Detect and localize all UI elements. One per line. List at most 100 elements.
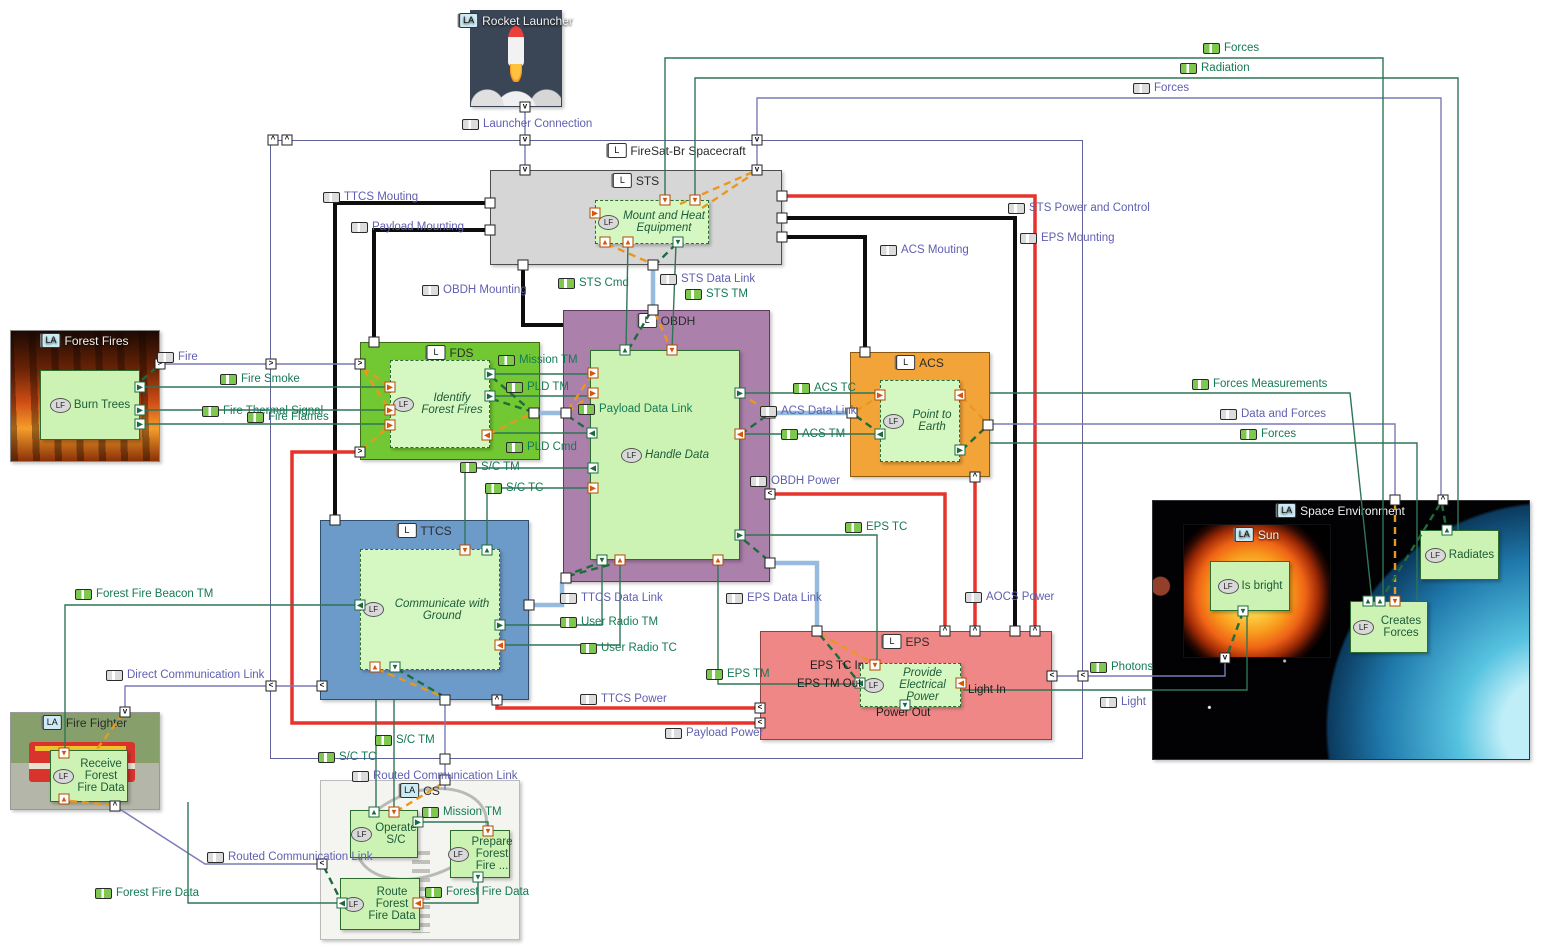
exchange-label[interactable]: S/C TC [318, 751, 377, 763]
exchange-label[interactable]: Fire [157, 351, 198, 363]
exchange-label[interactable]: EPS TC [845, 521, 907, 533]
function-input-port[interactable]: ▶ [587, 482, 599, 494]
component-port[interactable]: ^ [969, 625, 981, 637]
function-output-port[interactable]: ▶ [954, 444, 966, 456]
edge-dash_green[interactable] [1380, 503, 1442, 599]
exchange-label[interactable]: TTCS Mouting [323, 191, 418, 203]
exchange-label[interactable]: Routed Communication Link [352, 770, 517, 782]
function-input-port[interactable]: ◀ [734, 428, 746, 440]
exchange-label[interactable]: Fire Smoke [220, 373, 300, 385]
edge-dash_green[interactable] [628, 312, 652, 348]
exchange-label[interactable]: Forces [1240, 428, 1296, 440]
edge-black[interactable] [372, 228, 490, 342]
function-output-port[interactable]: ▼ [1237, 605, 1249, 617]
component-port[interactable]: < [1046, 670, 1058, 682]
exchange-label[interactable]: Data and Forces [1220, 408, 1326, 420]
function-output-port[interactable]: ▶ [134, 381, 146, 393]
edge-dash_green[interactable] [491, 376, 531, 411]
edge-dash_green[interactable] [567, 560, 621, 578]
function-input-port[interactable]: ▼ [1389, 595, 1401, 607]
function-output-port[interactable]: ▶ [734, 387, 746, 399]
edge-green[interactable] [717, 560, 860, 685]
edge-dash_orange[interactable] [961, 396, 986, 422]
exchange-label[interactable]: User Radio TM [560, 616, 658, 628]
exchange-label[interactable]: TTCS Data Link [560, 592, 663, 604]
exchange-label[interactable]: S/C TM [375, 734, 435, 746]
component-port[interactable] [859, 346, 871, 358]
exchange-label[interactable]: Photons [1090, 661, 1153, 673]
function-input-port[interactable]: ▶ [384, 419, 396, 431]
edge-dash_green[interactable] [322, 866, 342, 900]
edge-dash_orange[interactable] [653, 312, 672, 348]
edge-green[interactable] [420, 878, 479, 904]
component-port[interactable] [329, 514, 341, 526]
function-output-port[interactable]: ▶ [484, 390, 496, 402]
edge-green[interactable] [500, 560, 621, 646]
component-port[interactable] [523, 599, 535, 611]
function-output-port[interactable]: ◀ [874, 428, 886, 440]
exchange-label[interactable]: S/C TC [485, 482, 544, 494]
function-output-port[interactable]: ▲ [1362, 595, 1374, 607]
component-port[interactable]: < [1077, 670, 1089, 682]
edge-green[interactable] [187, 802, 342, 904]
function-input-port[interactable]: ▶ [874, 389, 886, 401]
function-output-port[interactable]: ◀ [586, 427, 598, 439]
component-port[interactable]: < [265, 680, 277, 692]
edge-black[interactable] [782, 235, 867, 352]
function-output-port[interactable]: ▼ [389, 661, 401, 673]
exchange-label[interactable]: Payload Power [665, 727, 763, 739]
component-port[interactable]: > [354, 446, 366, 458]
function-input-port[interactable]: ▲ [712, 554, 724, 566]
exchange-label[interactable]: AOCS Power [965, 591, 1054, 603]
function-input-port[interactable]: ▼ [666, 344, 678, 356]
edge-dash_orange[interactable] [361, 426, 389, 451]
function-output-port[interactable]: ▶ [484, 368, 496, 380]
edge-red[interactable] [770, 492, 947, 631]
function-output-port[interactable]: ◀ [354, 599, 366, 611]
exchange-label[interactable]: ACS TC [793, 382, 856, 394]
function-input-port[interactable]: ▼ [58, 747, 70, 759]
exchange-label[interactable]: Forest Fire Data [425, 886, 529, 898]
component-port[interactable] [811, 625, 823, 637]
component-port[interactable] [776, 190, 788, 202]
exchange-label[interactable]: Payload Data Link [578, 403, 692, 415]
function-output-port[interactable]: ▲ [481, 544, 493, 556]
edge-dash_orange[interactable] [362, 367, 389, 386]
component-port[interactable]: ^ [1029, 625, 1041, 637]
function-output-port[interactable]: ◀ [854, 677, 866, 689]
function-input-port[interactable]: ◀ [494, 639, 506, 651]
edge-dash_orange[interactable] [855, 395, 879, 413]
component-port[interactable] [484, 224, 496, 236]
component-port[interactable] [560, 407, 572, 419]
edge-purple[interactable] [756, 97, 1442, 500]
edge-dash_green[interactable] [491, 397, 531, 413]
function-input-port[interactable]: ▲ [622, 236, 634, 248]
component-port[interactable]: ^ [267, 134, 279, 146]
edge-dash_orange[interactable] [606, 242, 649, 264]
edge-purple[interactable] [1052, 658, 1226, 677]
component-port[interactable] [647, 304, 659, 316]
function-input-port[interactable]: ▶ [384, 404, 396, 416]
exchange-label[interactable]: Launcher Connection [462, 118, 592, 130]
edge-dash_green[interactable] [743, 539, 769, 561]
edge-dash_orange[interactable] [701, 173, 754, 209]
exchange-label[interactable]: EPS Mounting [1020, 232, 1115, 244]
component-port[interactable] [439, 774, 451, 786]
edge-black[interactable] [333, 201, 490, 520]
component-port[interactable] [368, 336, 380, 348]
exchange-label[interactable]: TTCS Power [580, 693, 667, 705]
component-port[interactable]: ^ [491, 694, 503, 706]
edge-blue[interactable] [529, 582, 565, 608]
component-port[interactable]: > [265, 358, 277, 370]
exchange-label[interactable]: OBDH Mounting [422, 284, 527, 296]
component-port[interactable] [846, 407, 858, 419]
component-port[interactable]: < [316, 858, 328, 870]
component-port[interactable] [776, 231, 788, 243]
exchange-label[interactable]: ACS TM [781, 428, 845, 440]
edge-red[interactable] [782, 194, 1037, 631]
